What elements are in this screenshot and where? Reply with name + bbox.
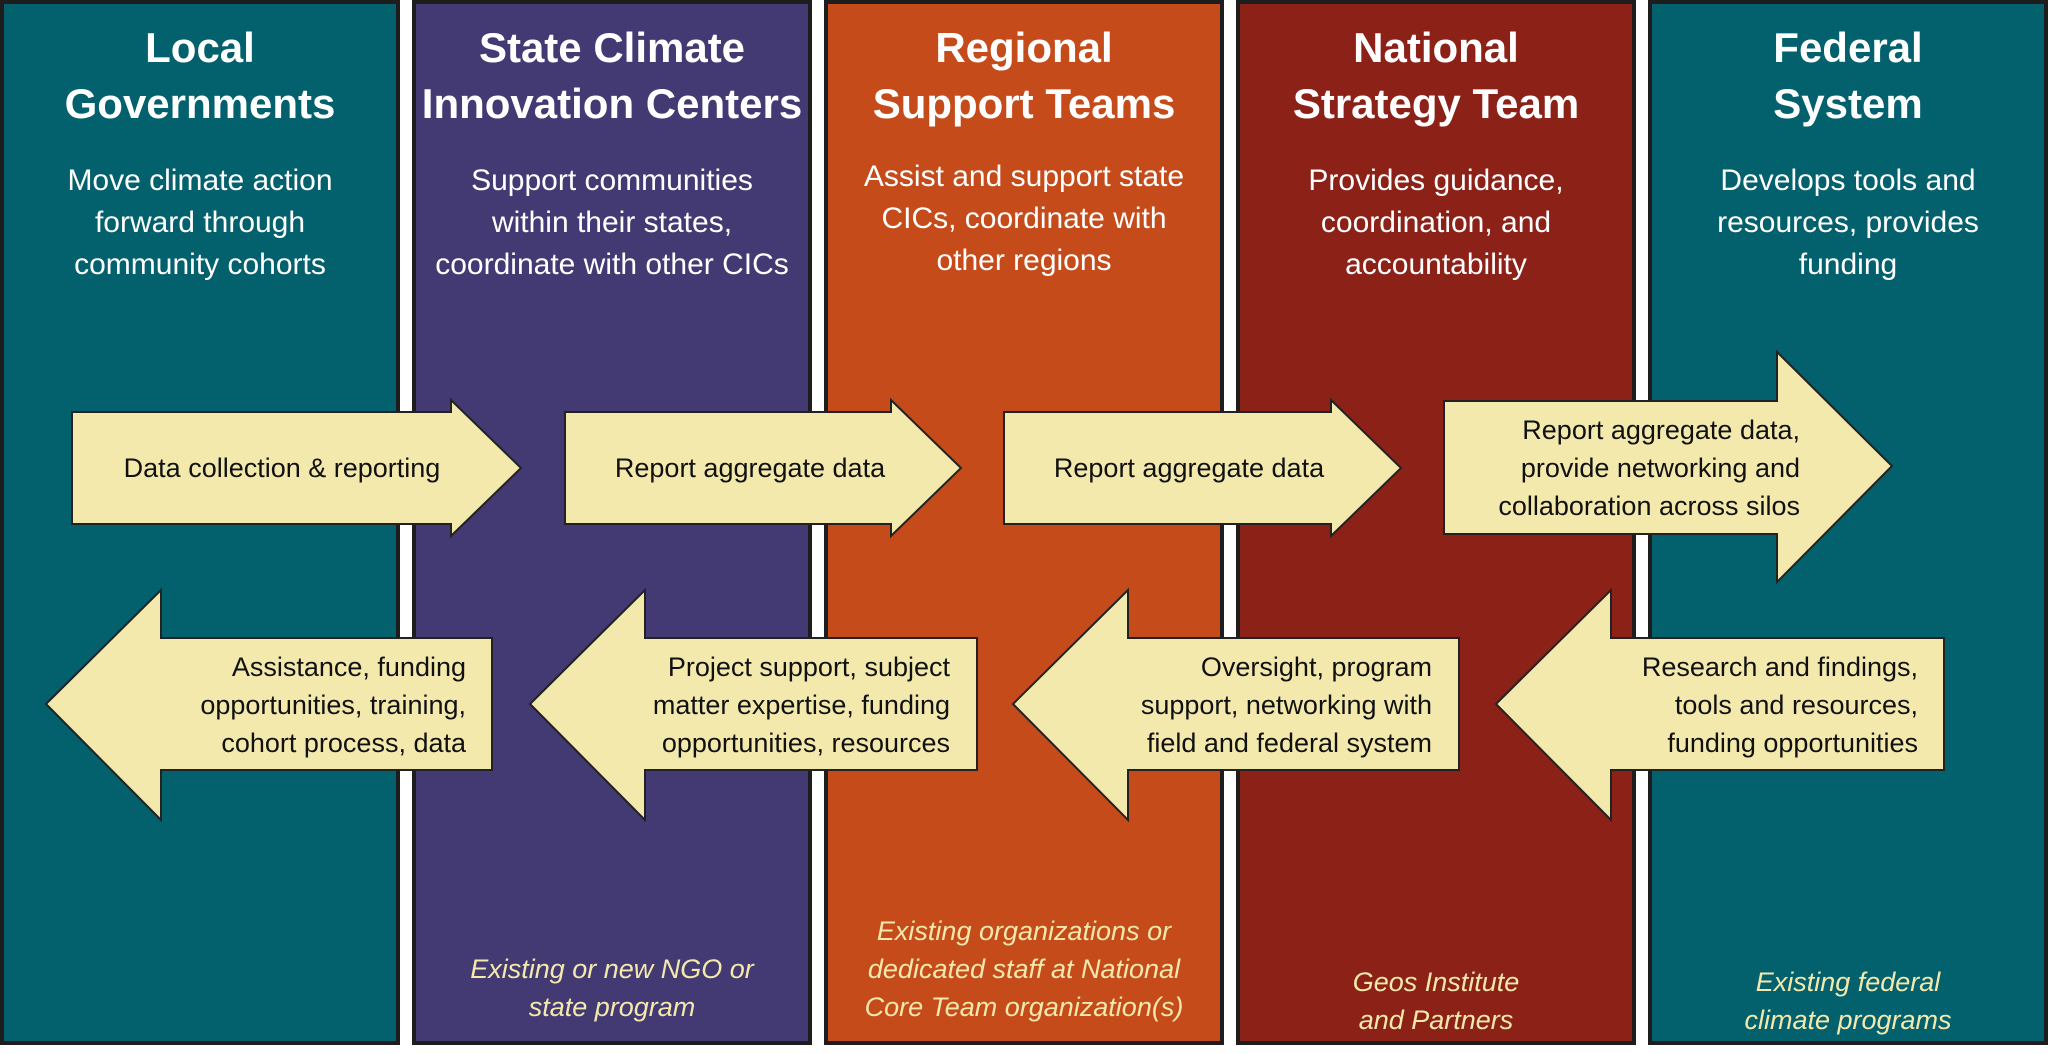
arrow-left-assistance <box>44 587 493 823</box>
column-note: Existing or new NGO or state program <box>470 954 754 1022</box>
column-description: Move climate action forward through comm… <box>67 164 333 281</box>
column-description: Support communities within their states,… <box>435 164 789 281</box>
column-description: Develops tools and resources, provides f… <box>1717 164 1979 281</box>
column-title: State Climate Innovation Centers <box>421 24 803 127</box>
arrow-label: Project support, subject matter expertis… <box>652 652 950 758</box>
arrow-label: Report aggregate data, provide networkin… <box>1498 415 1800 521</box>
arrow-label: Assistance, funding opportunities, train… <box>200 652 466 758</box>
arrow-label: Data collection & reporting <box>123 453 441 483</box>
arrow-right-state-report <box>564 397 963 539</box>
column-description: Assist and support state CICs, coordinat… <box>863 160 1185 277</box>
arrow-left-research <box>1494 587 1945 823</box>
column-description: Provides guidance, coordination, and acc… <box>1308 164 1564 281</box>
arrow-left-oversight <box>1011 587 1460 823</box>
arrow-right-data-collection <box>71 397 523 539</box>
column-note: Existing federal climate programs <box>1744 967 1952 1035</box>
arrow-label: Report aggregate data <box>1053 453 1325 483</box>
column-title: Federal System <box>1773 24 1923 127</box>
column-note: Existing organizations or dedicated staf… <box>864 916 1184 1022</box>
arrow-left-project-support <box>528 587 978 823</box>
arrow-label: Research and findings, tools and resourc… <box>1641 652 1918 758</box>
arrow-right-national-report <box>1443 349 1894 585</box>
column-note: Geos Institute and Partners <box>1352 967 1520 1035</box>
column-title: Regional Support Teams <box>872 24 1176 127</box>
column-title: Local Governments <box>64 24 336 127</box>
arrow-label: Oversight, program support, networking w… <box>1140 652 1432 758</box>
arrow-right-regional-report <box>1003 397 1403 539</box>
arrow-label: Report aggregate data <box>614 453 886 483</box>
column-title: National Strategy Team <box>1292 24 1580 127</box>
